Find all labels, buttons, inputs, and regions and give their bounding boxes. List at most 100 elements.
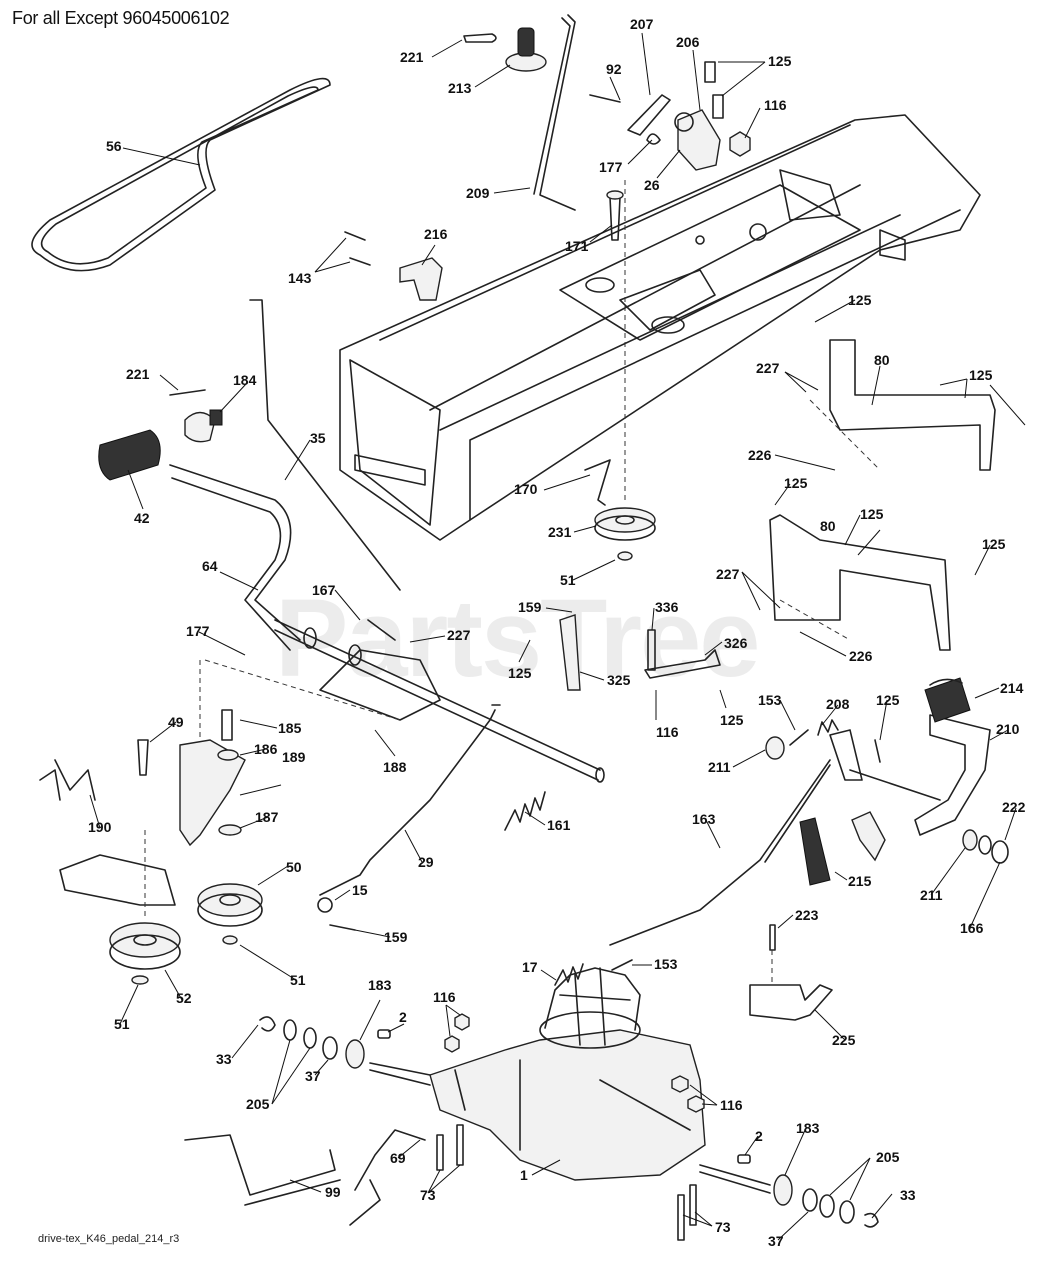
pedal-210 xyxy=(914,714,991,836)
callout-166: 166 xyxy=(960,920,984,936)
callout-33b: 33 xyxy=(900,1187,916,1203)
callout-80: 80 xyxy=(874,352,890,368)
callout-50: 50 xyxy=(286,859,302,875)
callout-163: 163 xyxy=(692,811,716,827)
callout-177: 177 xyxy=(599,159,623,175)
spring-208 xyxy=(817,719,839,736)
callout-167: 167 xyxy=(312,582,336,598)
callout-116b: 116 xyxy=(656,724,679,740)
callout-222: 222 xyxy=(1002,799,1026,815)
callout-205: 205 xyxy=(246,1096,270,1112)
callout-143: 143 xyxy=(288,270,312,286)
callout-213: 213 xyxy=(448,80,472,96)
pin-221-top xyxy=(463,33,497,43)
handle-64 xyxy=(169,464,301,641)
callout-190: 190 xyxy=(88,819,112,835)
cover-184 xyxy=(184,411,216,443)
leader-lines xyxy=(89,32,1026,1241)
pedal-shaft-35 xyxy=(249,299,401,591)
callout-223: 223 xyxy=(795,907,819,923)
spring-161 xyxy=(504,791,546,831)
callout-185: 185 xyxy=(278,720,302,736)
callout-183b: 183 xyxy=(796,1120,820,1136)
callout-26: 26 xyxy=(644,177,660,193)
callout-52: 52 xyxy=(176,990,192,1006)
callout-35: 35 xyxy=(310,430,326,446)
pulley-50 xyxy=(197,883,263,945)
callout-125h: 125 xyxy=(720,712,744,728)
bracket-325 xyxy=(559,614,581,691)
callout-188: 188 xyxy=(383,759,407,775)
callout-211: 211 xyxy=(708,759,731,775)
callout-177b: 227 xyxy=(447,627,471,643)
rod-99 xyxy=(184,1134,336,1196)
callout-51c: 51 xyxy=(114,1016,130,1032)
callout-153b: 153 xyxy=(654,956,678,972)
callout-125d: 125 xyxy=(784,475,808,491)
knob-213 xyxy=(505,27,547,72)
frame-chassis xyxy=(339,114,981,541)
callout-64: 64 xyxy=(202,558,218,574)
callout-labels: 221 213 92 207 206 125 116 56 177 26 209… xyxy=(88,16,1026,1249)
callout-125i: 125 xyxy=(876,692,900,708)
callout-125e: 125 xyxy=(860,506,884,522)
callout-125f: 125 xyxy=(982,536,1006,552)
callout-116: 116 xyxy=(764,97,787,113)
callout-159b: 159 xyxy=(384,929,408,945)
callout-325: 325 xyxy=(607,672,631,688)
callout-1: 1 xyxy=(520,1167,528,1183)
callout-227c: 159 xyxy=(518,599,542,615)
arm-326 xyxy=(644,649,721,679)
callout-80b: 80 xyxy=(820,518,836,534)
callout-2b: 2 xyxy=(755,1128,763,1144)
callout-231: 231 xyxy=(548,524,572,540)
bracket-216 xyxy=(399,257,443,301)
callout-125g: 125 xyxy=(508,665,532,681)
callout-29: 29 xyxy=(418,854,434,870)
callout-183: 183 xyxy=(368,977,392,993)
callout-125: 125 xyxy=(768,53,792,69)
callout-73: 73 xyxy=(420,1187,436,1203)
callout-326: 326 xyxy=(724,635,748,651)
bracket-207 xyxy=(627,94,671,136)
callout-211b: 211 xyxy=(920,887,943,903)
callout-170: 170 xyxy=(514,481,538,497)
callout-336: 336 xyxy=(655,599,679,615)
callout-15: 15 xyxy=(352,882,368,898)
pulley-231 xyxy=(594,507,656,561)
callout-17: 17 xyxy=(522,959,538,975)
callout-37b: 37 xyxy=(768,1233,784,1249)
callout-73b: 73 xyxy=(715,1219,731,1235)
bracket-80-top xyxy=(829,339,996,471)
plate-206 xyxy=(677,109,721,171)
callout-226b: 226 xyxy=(849,648,873,664)
callout-227: 227 xyxy=(756,360,780,376)
rod-29 xyxy=(319,709,496,896)
transaxle-1 xyxy=(369,967,771,1194)
pedal-pad-215 xyxy=(799,817,831,886)
part-drawings xyxy=(31,14,1009,1241)
callout-226: 226 xyxy=(748,447,772,463)
callout-187: 187 xyxy=(255,809,279,825)
callout-189: 189 xyxy=(282,749,306,765)
callout-215: 215 xyxy=(848,873,872,889)
spring-170 xyxy=(584,459,611,506)
callout-69: 69 xyxy=(390,1150,406,1166)
callout-99: 99 xyxy=(325,1184,341,1200)
callout-209: 209 xyxy=(466,185,490,201)
callout-214: 214 xyxy=(1000,680,1024,696)
callout-153: 153 xyxy=(758,692,782,708)
plate-189 xyxy=(179,739,246,847)
grip-42 xyxy=(98,429,161,481)
spring-17 xyxy=(554,963,584,986)
rod-69 xyxy=(354,1129,426,1191)
callout-49: 49 xyxy=(168,714,184,730)
callout-116c: 116 xyxy=(433,989,456,1005)
pulley-52 xyxy=(109,922,181,985)
callout-186: 186 xyxy=(254,741,278,757)
callout-51: 51 xyxy=(560,572,576,588)
callout-206: 206 xyxy=(676,34,700,50)
clip-190 xyxy=(54,759,96,801)
callout-210: 210 xyxy=(996,721,1020,737)
